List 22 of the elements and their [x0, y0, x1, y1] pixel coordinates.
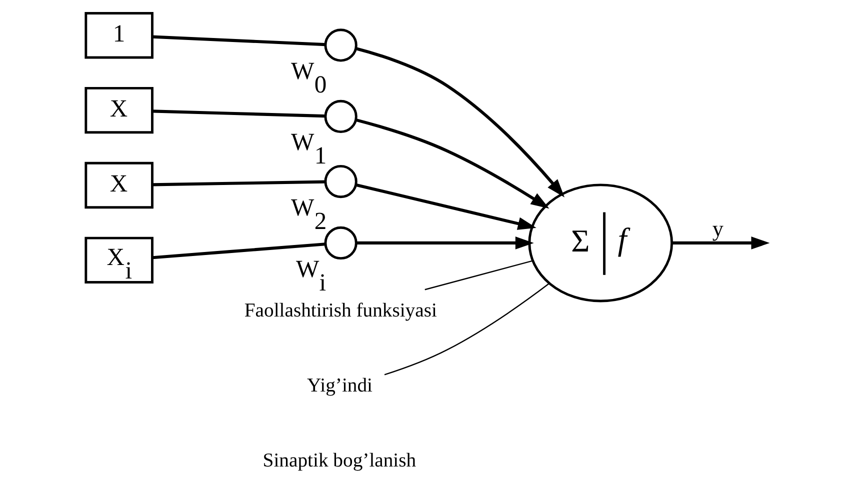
connector [152, 242, 326, 260]
connector [152, 180, 326, 186]
connector [152, 35, 326, 46]
node-box: X [84, 162, 154, 209]
connector [384, 283, 550, 376]
node-text: Faollashtirish funksiyasi [244, 299, 437, 322]
node-circle [324, 28, 358, 62]
connector [424, 260, 533, 290]
node-box: 1 [84, 12, 154, 59]
connector [152, 110, 326, 118]
node-circle [324, 100, 358, 134]
label: Sinaptik bog’lanish [262, 449, 416, 472]
arrow [356, 118, 550, 209]
node-text: Yig’indi [307, 374, 373, 396]
node-circle [324, 226, 358, 260]
node-circle [324, 164, 358, 198]
arrow [356, 236, 534, 250]
arrow [672, 236, 770, 250]
node-box: X [84, 86, 154, 134]
edge-label: y [712, 216, 724, 242]
arrow [355, 47, 565, 198]
arrow [356, 183, 536, 230]
